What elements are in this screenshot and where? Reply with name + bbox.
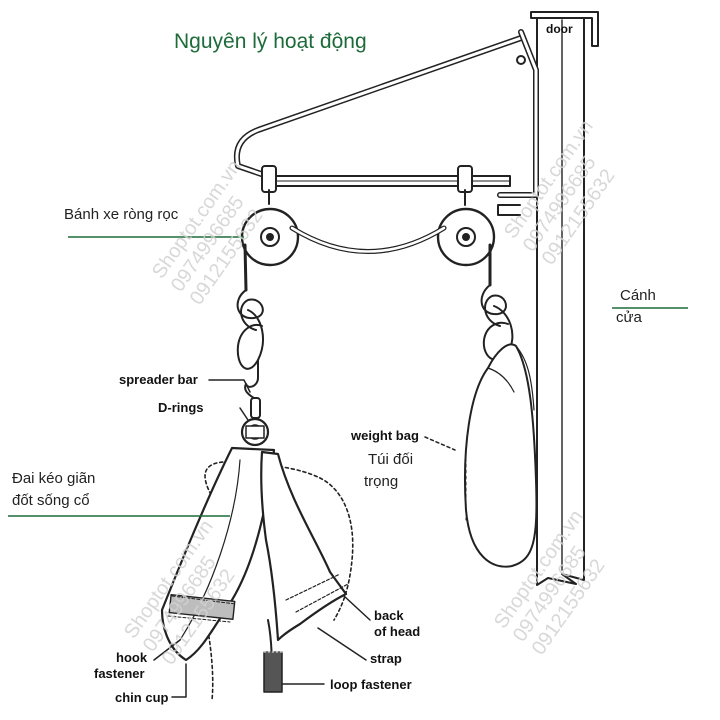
pointer-lines [153, 379, 456, 698]
weight-bag-label: weight bag [351, 428, 419, 443]
left-pulley [240, 189, 300, 267]
counterweight-label-line2: trọng [364, 473, 399, 490]
door-panel-label-line2: cửa [616, 309, 642, 326]
door-panel-label-line1: Cánh [620, 287, 656, 304]
spreader-bar-drings [240, 397, 270, 447]
weight-bag [463, 343, 538, 568]
door-bracket [234, 29, 539, 216]
right-pulley [436, 189, 496, 267]
left-knot-hook [236, 289, 264, 401]
green-leader-lines [8, 236, 688, 517]
traction-belt-label-line1: Đai kéo giãn [12, 470, 96, 487]
back-of-head-label-line1: back [374, 608, 404, 623]
chin-cup-label: chin cup [115, 690, 169, 705]
back-of-head-strap [260, 450, 349, 693]
diagram-title: Nguyên lý hoạt động [174, 30, 367, 53]
counterweight-label-line1: Túi đối [368, 451, 414, 468]
door-panel [530, 11, 599, 586]
crossbar [261, 165, 511, 193]
d-rings-label: D-rings [158, 400, 204, 415]
strap-label: strap [370, 651, 402, 666]
hook-fastener-label-line1: hook [116, 650, 148, 665]
spreader-bar-label: spreader bar [119, 372, 198, 387]
pulley-label: Bánh xe ròng rọc [64, 206, 179, 223]
traction-belt-label-line2: đốt sống cổ [12, 492, 90, 509]
door-label: door [546, 22, 573, 36]
hook-fastener-label-line2: fastener [94, 666, 145, 681]
rope [243, 225, 492, 292]
loop-fastener-label: loop fastener [330, 677, 412, 692]
chin-strap [160, 446, 276, 662]
back-of-head-label-line2: of head [374, 624, 421, 639]
